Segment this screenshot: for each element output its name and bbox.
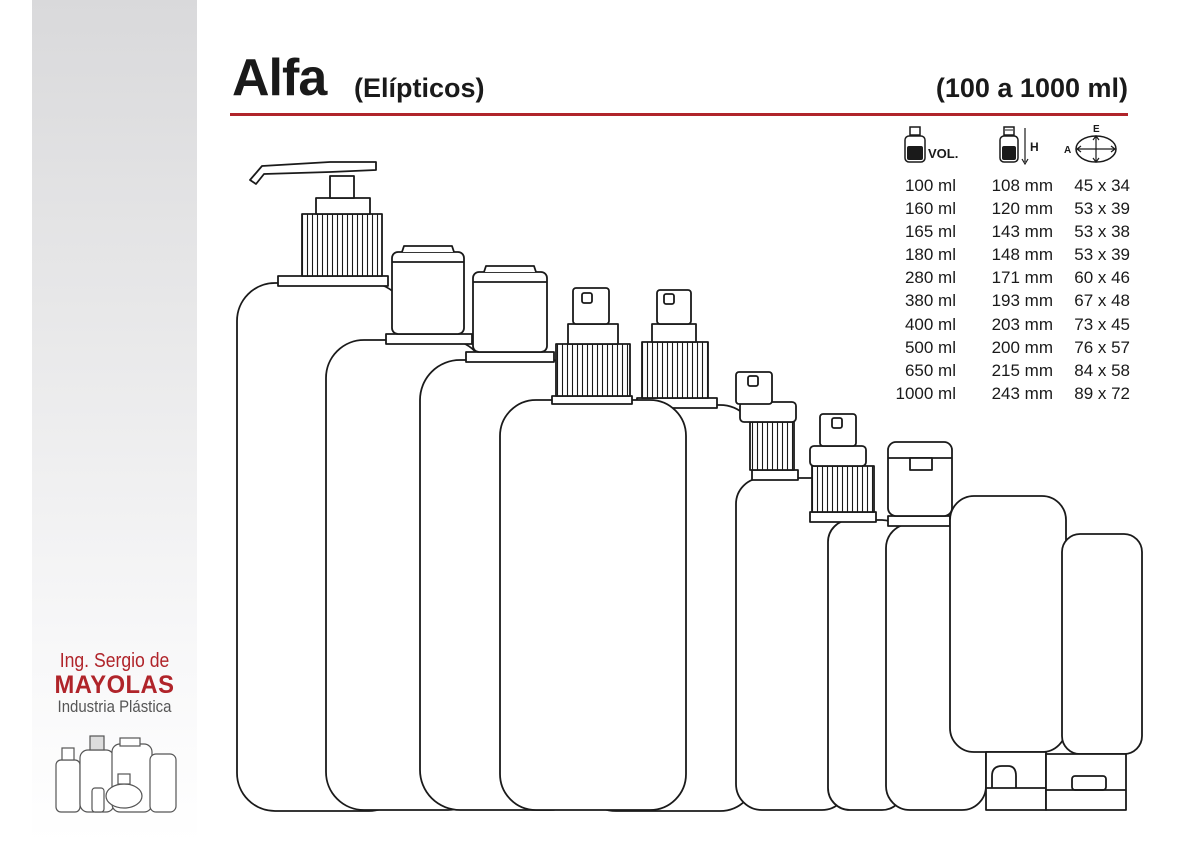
spec-row: 500 ml 200 mm 76 x 57 xyxy=(878,336,1130,359)
spec-row: 280 ml 171 mm 60 x 46 xyxy=(878,266,1130,289)
spec-height: 215 mm xyxy=(991,360,1053,380)
spec-dimensions: 60 x 46 xyxy=(1074,268,1130,288)
spec-dimensions: 89 x 72 xyxy=(1074,383,1130,403)
spec-row: 100 ml 108 mm 45 x 34 xyxy=(878,174,1130,197)
spec-height: 148 mm xyxy=(991,245,1053,265)
spec-height: 243 mm xyxy=(991,383,1053,403)
inverted-bottle-160ml xyxy=(949,495,1067,811)
spray-bottle-400ml-a xyxy=(499,287,687,811)
spec-volume: 100 ml xyxy=(904,176,956,195)
spec-row: 650 ml 215 mm 84 x 58 xyxy=(878,359,1130,382)
spray-bottle-280ml xyxy=(735,371,849,811)
spec-dimensions: 76 x 57 xyxy=(1074,337,1130,357)
spec-volume: 160 ml xyxy=(904,199,956,219)
width-header: A xyxy=(1064,145,1072,156)
spray-bottle-180ml xyxy=(809,413,905,811)
depth-header: E xyxy=(1093,124,1100,135)
spec-volume: 500 ml xyxy=(904,337,956,357)
sidebar-panel xyxy=(32,0,197,844)
spec-volume: 650 ml xyxy=(904,360,956,380)
spec-dimensions: 45 x 34 xyxy=(1074,176,1130,195)
spec-height: 143 mm xyxy=(991,222,1053,242)
spec-dimensions: 53 x 38 xyxy=(1074,222,1130,242)
spec-volume: 380 ml xyxy=(904,291,956,311)
page-subtitle: (Elípticos) xyxy=(354,73,485,103)
logo-tagline: Industria Plástica xyxy=(57,697,172,716)
title-divider xyxy=(230,113,1128,116)
spec-height: 203 mm xyxy=(991,314,1053,334)
spec-row: 160 ml 120 mm 53 x 39 xyxy=(878,197,1130,220)
spec-height: 120 mm xyxy=(991,199,1053,219)
spec-volume: 165 ml xyxy=(904,222,956,242)
spec-row: 380 ml 193 mm 67 x 48 xyxy=(878,289,1130,312)
spec-volume: 180 ml xyxy=(904,245,956,265)
spec-row: 1000 ml 243 mm 89 x 72 xyxy=(878,382,1130,405)
page-title: Alfa xyxy=(232,49,327,107)
spec-dimensions: 73 x 45 xyxy=(1074,314,1130,334)
spec-dimensions: 67 x 48 xyxy=(1074,291,1130,311)
volume-range: (100 a 1000 ml) xyxy=(935,73,1128,103)
inverted-bottle-100ml xyxy=(1045,533,1143,811)
spec-height: 108 mm xyxy=(991,176,1053,195)
spec-row: 180 ml 148 mm 53 x 39 xyxy=(878,243,1130,266)
spec-row: 165 ml 143 mm 53 x 38 xyxy=(878,220,1130,243)
spec-dimensions: 53 x 39 xyxy=(1074,245,1130,265)
bottle-volume-icon xyxy=(904,126,926,163)
height-header: H xyxy=(1030,140,1039,154)
spec-volume: 280 ml xyxy=(904,268,956,288)
spec-height: 171 mm xyxy=(991,268,1053,288)
ellipse-section-icon xyxy=(1075,135,1117,163)
spec-height: 193 mm xyxy=(991,291,1053,311)
spec-dimensions: 84 x 58 xyxy=(1074,360,1130,380)
spec-height: 200 mm xyxy=(991,337,1053,357)
spec-dimensions: 53 x 39 xyxy=(1074,199,1130,219)
spec-row: 400 ml 203 mm 73 x 45 xyxy=(878,313,1130,336)
logo-name-line: Ing. Sergio de xyxy=(59,650,170,672)
logo-brand: MAYOLAS xyxy=(54,671,175,699)
logo-bottles-icon xyxy=(55,735,177,813)
spec-volume: 1000 ml xyxy=(895,383,956,403)
spec-volume: 400 ml xyxy=(904,314,956,334)
bottle-height-icon xyxy=(999,126,1029,166)
volume-header: VOL. xyxy=(928,146,959,161)
